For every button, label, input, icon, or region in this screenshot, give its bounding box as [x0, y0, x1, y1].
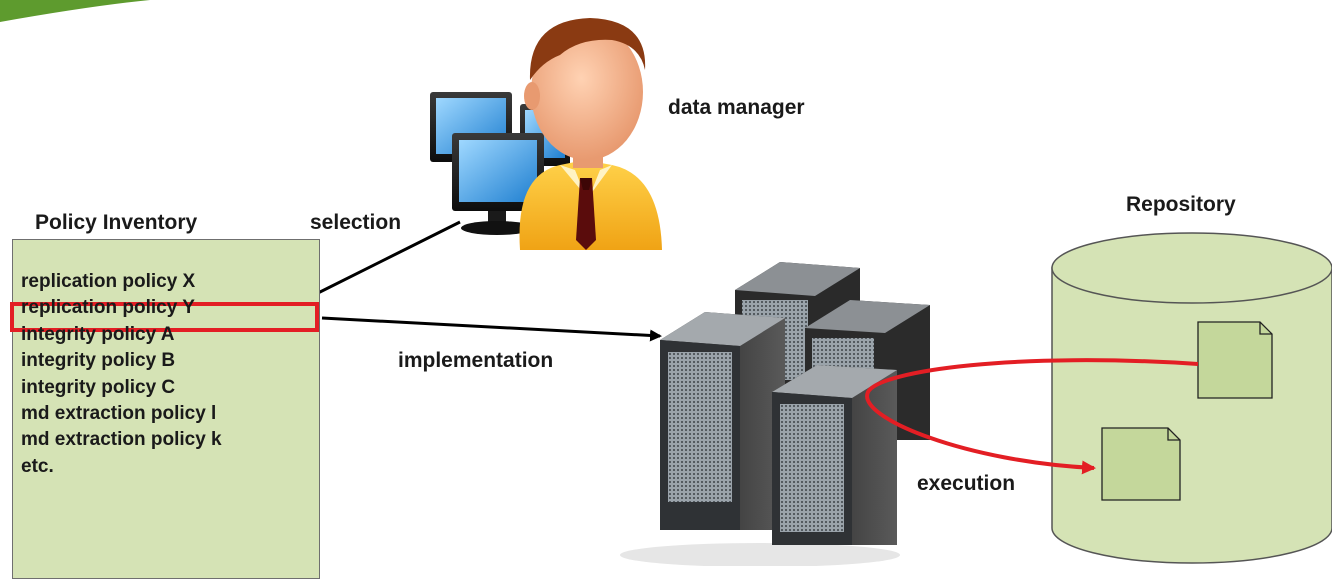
policy-item: replication policy X: [21, 271, 196, 292]
server-cluster-icon: [620, 262, 930, 566]
document-icon: [1197, 321, 1273, 399]
selection-arrow: [302, 220, 461, 302]
policy-inventory-title: Policy Inventory: [35, 211, 198, 234]
data-manager-icon: [519, 18, 662, 250]
selected-policy-highlight: [10, 302, 319, 332]
policy-item-selected: replication policy Y: [21, 297, 195, 319]
selection-label: selection: [310, 211, 402, 234]
policy-item: integrity policy B: [21, 350, 176, 372]
policy-inventory-box: [12, 239, 320, 579]
implementation-arrow: [321, 316, 662, 342]
execution-arrow: [865, 358, 1199, 475]
diagram-canvas: [0, 0, 1332, 566]
database-cylinder-icon: [1051, 232, 1332, 564]
policy-item: md extraction policy l: [21, 403, 217, 424]
policy-item: md extraction policy k: [21, 429, 222, 451]
policy-item: etc.: [21, 455, 54, 477]
policy-item: integrity policy A: [21, 323, 175, 345]
policy-item: integrity policy C: [21, 376, 176, 398]
document-icon: [1101, 427, 1181, 501]
execution-label: execution: [917, 472, 1016, 495]
corner-accent: [0, 0, 150, 22]
repository-label: Repository: [1126, 193, 1236, 216]
implementation-label: implementation: [398, 349, 554, 372]
data-manager-label: data manager: [668, 96, 805, 119]
